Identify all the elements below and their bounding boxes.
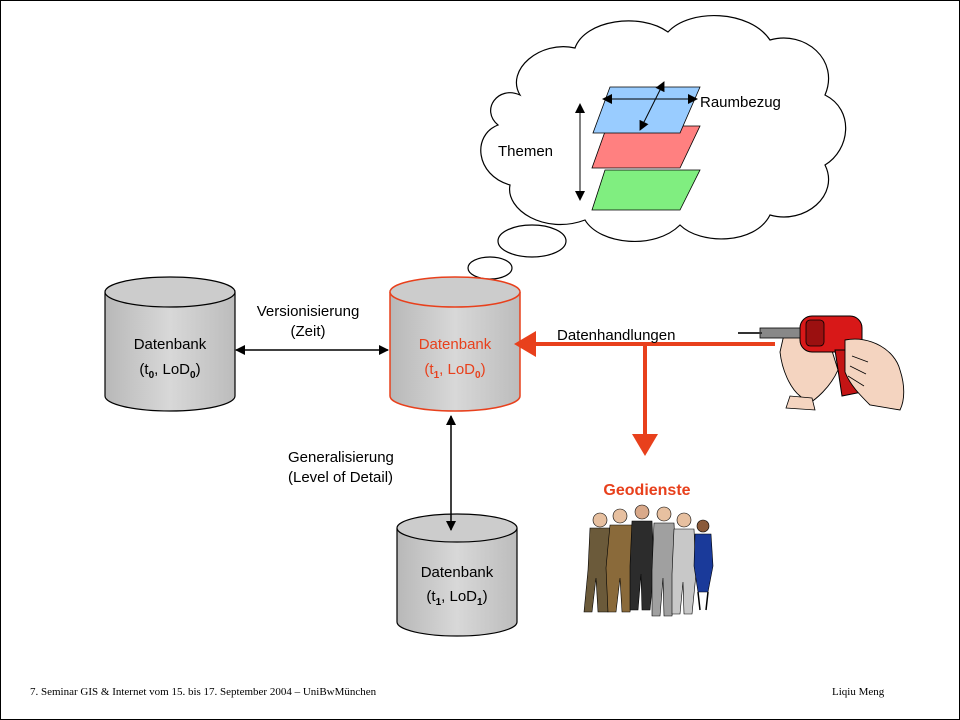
db-bottom-version: (t1, LoD1): [426, 588, 487, 608]
generalization-sub: (Level of Detail): [288, 469, 393, 486]
versioning-label: Versionisierung: [257, 303, 360, 320]
database-left: [104, 276, 236, 412]
db-left-name: Datenbank: [134, 336, 207, 353]
thought-bubble-large: [497, 224, 567, 258]
footer-right: Liqiu Meng: [832, 686, 885, 698]
themes-label: Themen: [498, 143, 553, 160]
thought-bubble-medium: [467, 256, 513, 280]
spatial-label: Raumbezug: [700, 94, 781, 111]
data-handling-arrows: [514, 331, 775, 456]
versioning-sub: (Zeit): [291, 323, 326, 340]
thematic-layers: [575, 81, 701, 211]
db-center-version: (t1, LoD0): [424, 361, 485, 381]
db-center-name: Datenbank: [419, 336, 492, 353]
drill-icon: [738, 315, 905, 411]
depth-axis-arrow: [639, 81, 665, 131]
services-label: Geodienste: [603, 482, 690, 499]
database-center: [389, 276, 521, 412]
database-bottom: [396, 513, 518, 637]
footer-left: 7. Seminar GIS & Internet vom 15. bis 17…: [30, 686, 377, 698]
db-left-version: (t0, LoD0): [139, 361, 200, 381]
data-handling-label: Datenhandlungen: [557, 327, 675, 344]
db-bottom-name: Datenbank: [421, 564, 494, 581]
generalization-label: Generalisierung: [288, 449, 394, 466]
people-group-icon: [583, 504, 714, 617]
layer-green: [591, 169, 701, 211]
